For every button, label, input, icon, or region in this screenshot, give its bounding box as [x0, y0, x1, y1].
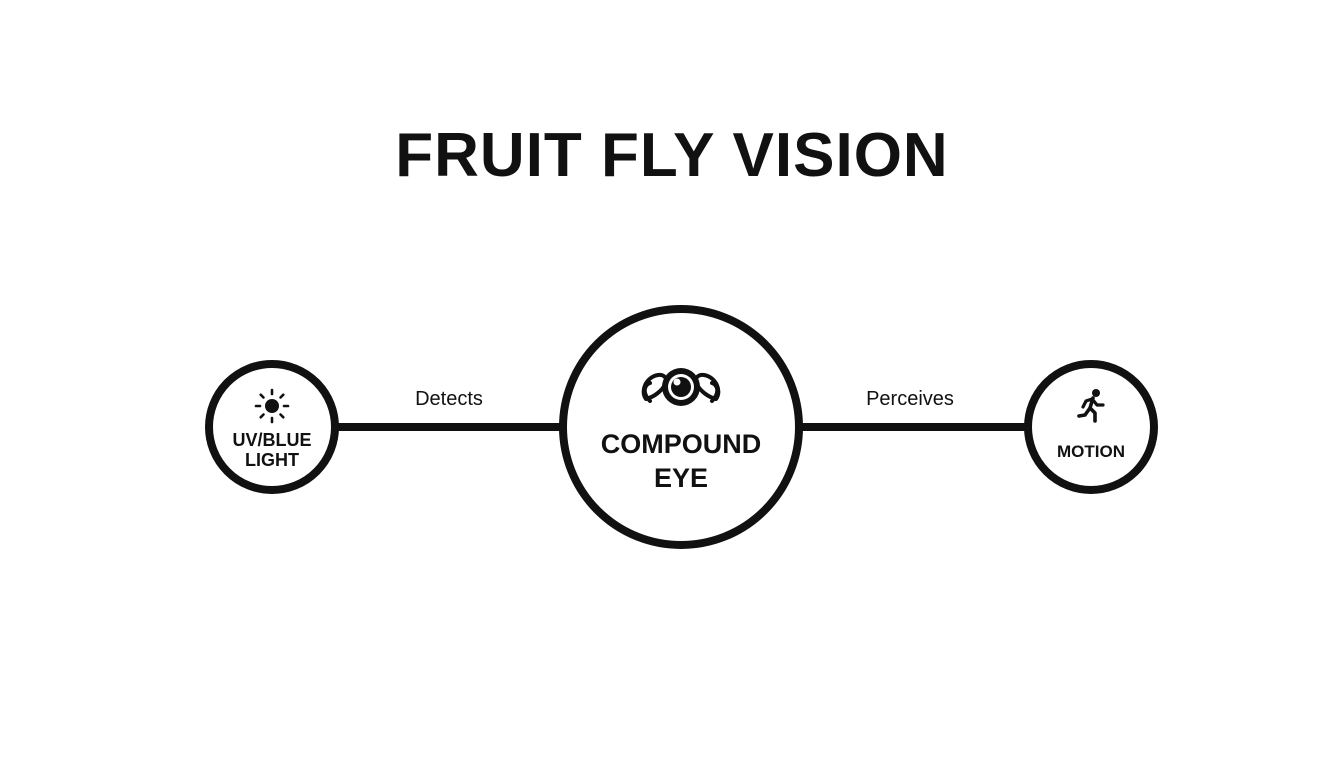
node-motion: MOTION: [1024, 360, 1158, 494]
node-uv-blue-light: UV/BLUE LIGHT: [205, 360, 339, 494]
edge-label-perceives: Perceives: [866, 388, 954, 410]
node-label: COMPOUND EYE: [567, 427, 795, 495]
node-label-line: COMPOUND: [600, 429, 762, 459]
diagram-title: FRUIT FLY VISION: [395, 121, 949, 190]
node-label-line: MOTION: [1057, 442, 1125, 461]
edge-label-detects: Detects: [415, 388, 483, 410]
node-label: UV/BLUE LIGHT: [213, 430, 331, 470]
connector-eye-to-motion: [792, 423, 1032, 431]
sun-icon: [254, 388, 290, 429]
running-person-icon: [1073, 388, 1109, 429]
node-label-line: UV/BLUE: [232, 430, 312, 450]
eye-icon: [636, 361, 726, 418]
node-label-line: LIGHT: [245, 450, 299, 470]
node-compound-eye: COMPOUND EYE: [559, 305, 803, 549]
node-label-line: EYE: [653, 463, 709, 493]
connector-uv-to-eye: [330, 423, 570, 431]
node-label: MOTION: [1032, 442, 1150, 462]
